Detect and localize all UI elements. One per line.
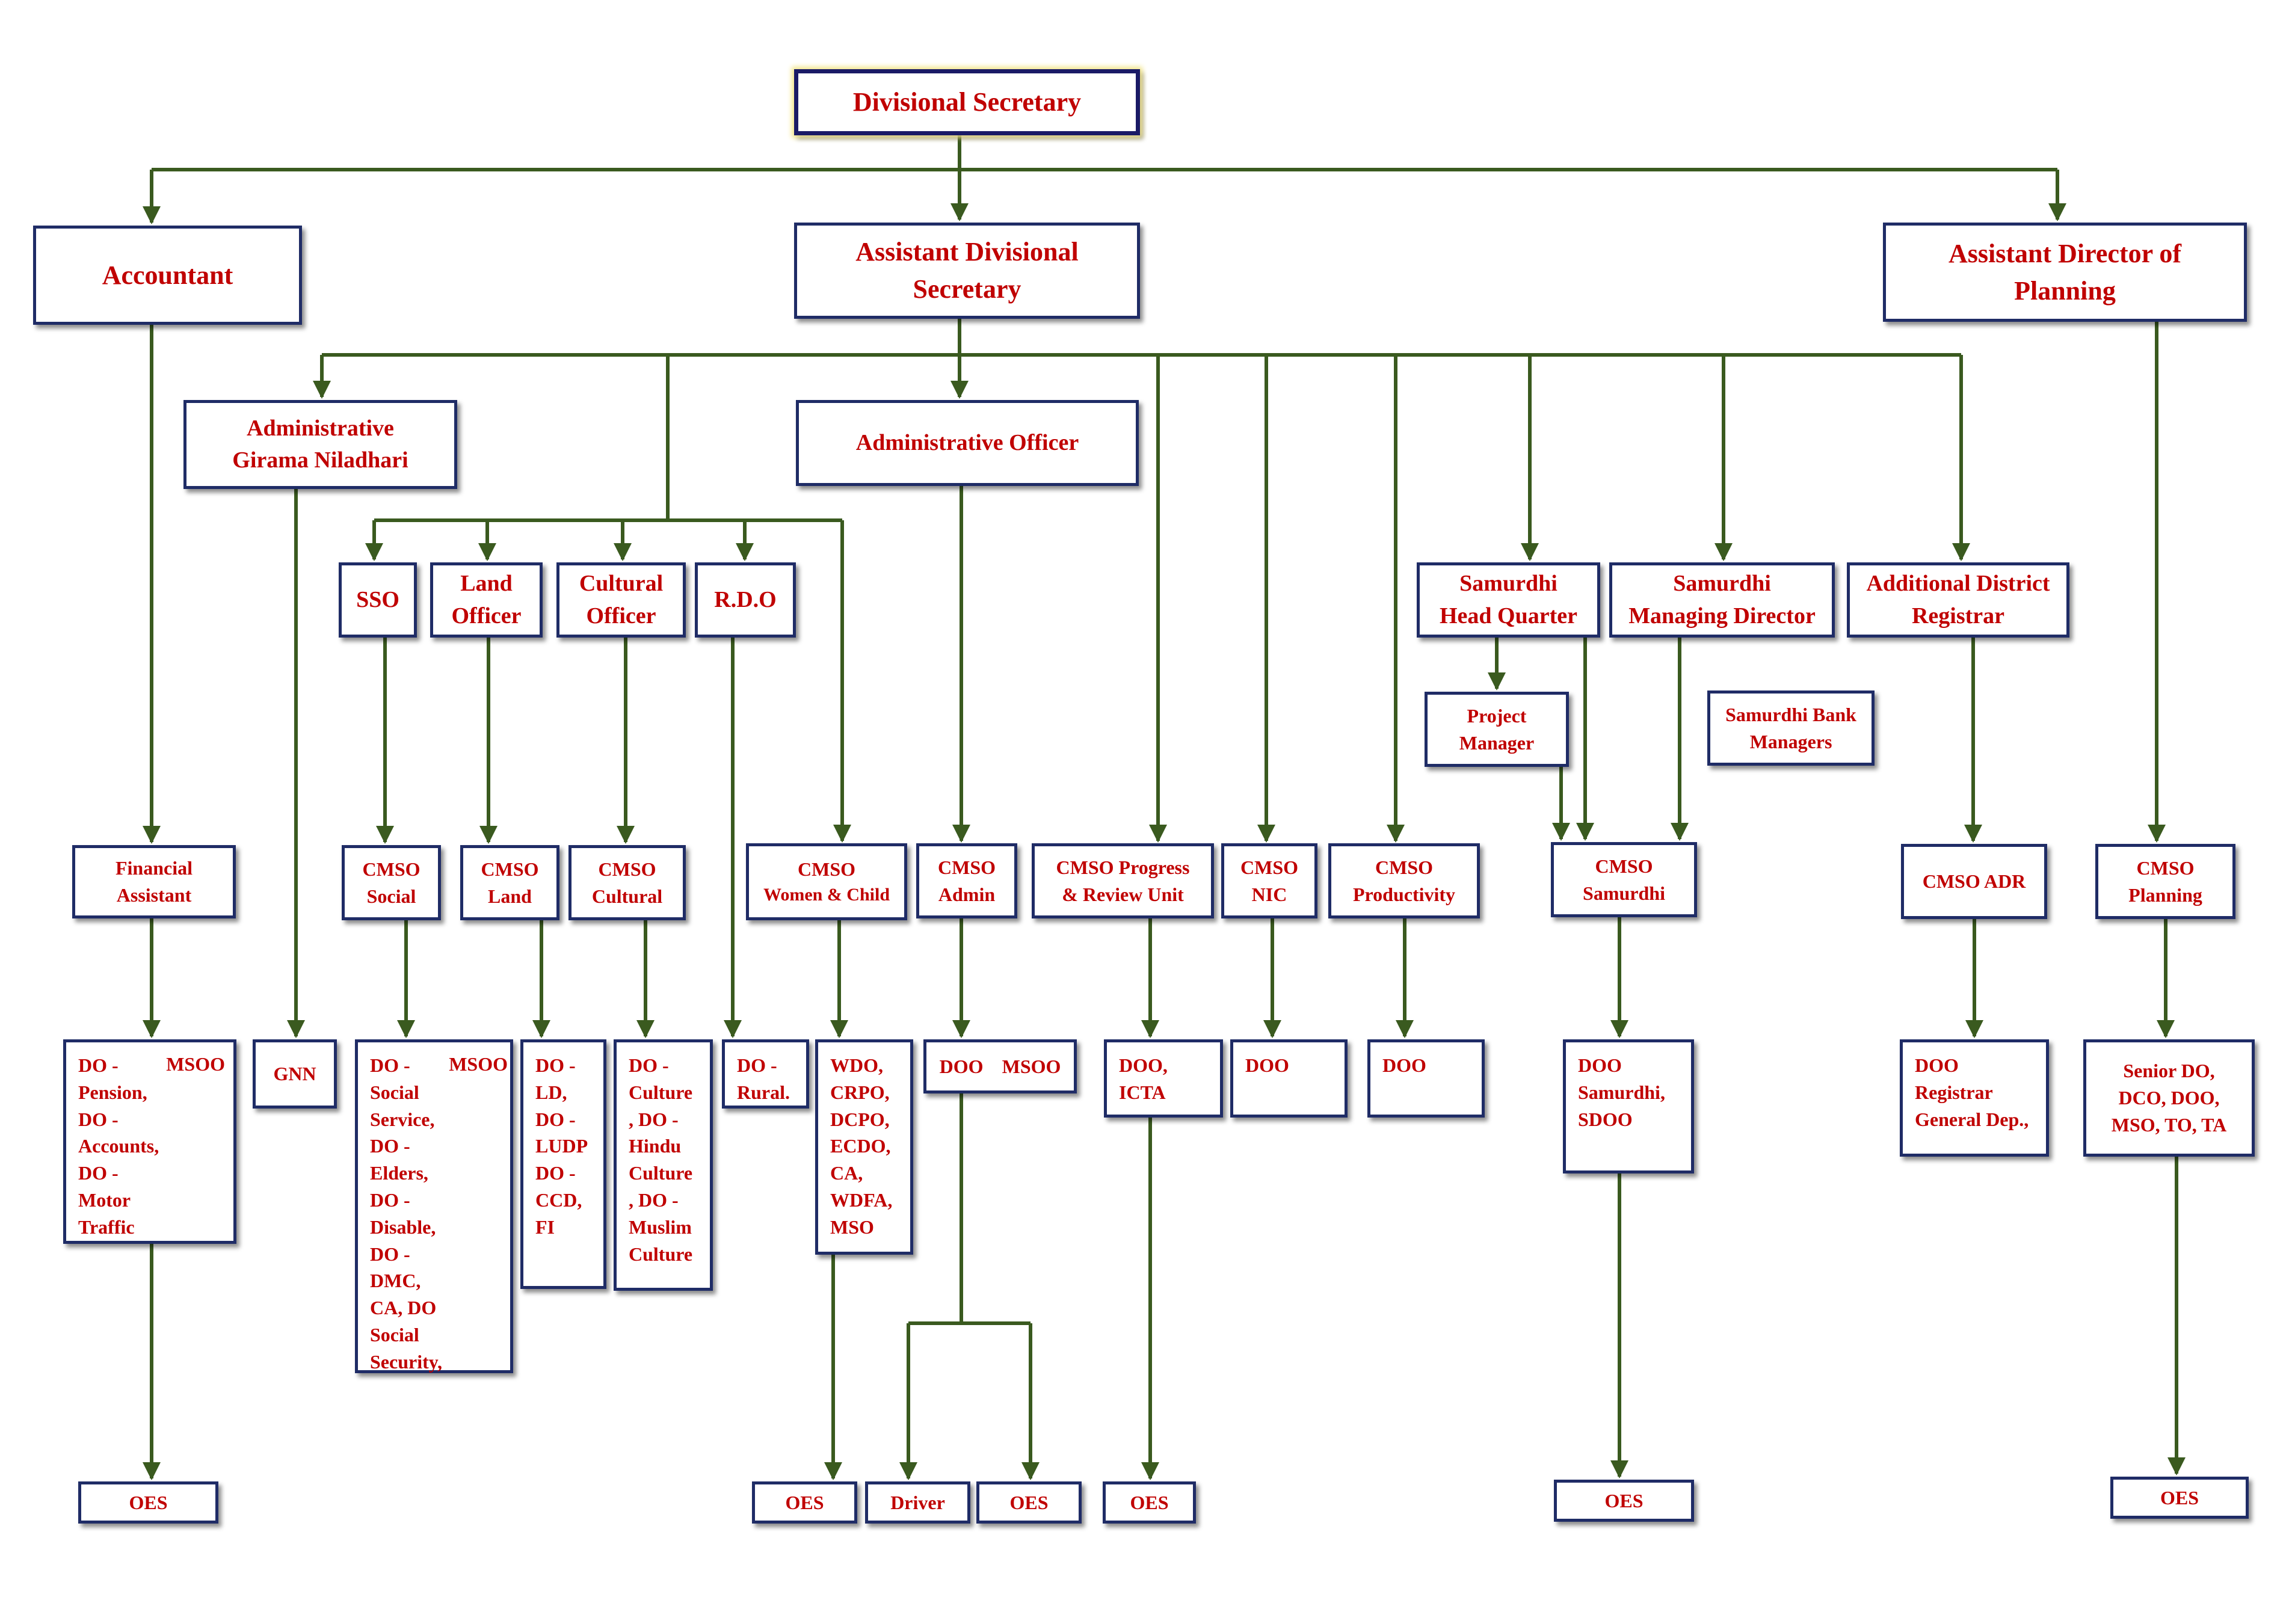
administrative-girama-niladhari-box: Administrative Girama Niladhari <box>183 400 457 489</box>
cmso-women-child-subtitle: Women & Child <box>763 885 890 905</box>
oes-women-box: OES <box>752 1481 857 1524</box>
gnn-box: GNN <box>253 1039 337 1109</box>
financial-assistant-box: Financial Assistant <box>72 845 236 918</box>
progress-staff-box: DOO, ICTA <box>1104 1039 1223 1118</box>
culture-staff-box: DO - Culture , DO - Hindu Culture , DO -… <box>614 1039 713 1291</box>
cmso-nic-box: CMSO NIC <box>1221 843 1317 918</box>
additional-district-registrar-box: Additional District Registrar <box>1847 562 2069 638</box>
social-msoo-label: MSOO <box>449 1053 508 1075</box>
cmso-admin-box: CMSO Admin <box>916 843 1017 918</box>
social-staff-box: DO - Social Service, DO - Elders, DO - D… <box>355 1039 513 1373</box>
samurdhi-staff-box: DOO Samurdhi, SDOO <box>1563 1039 1694 1173</box>
project-manager-box: Project Manager <box>1425 692 1569 767</box>
admin-doo-label: DOO <box>939 1055 984 1077</box>
admin-msoo-label: MSOO <box>1002 1055 1061 1077</box>
productivity-staff-box: DOO <box>1367 1039 1485 1118</box>
sso-box: SSO <box>339 562 417 638</box>
nic-staff-box: DOO <box>1230 1039 1348 1118</box>
cmso-planning-box: CMSO Planning <box>2095 844 2235 919</box>
accounts-staff-list: DO - Pension, DO - Accounts, DO - Motor … <box>78 1054 159 1238</box>
oes-admin-box: OES <box>976 1481 1082 1524</box>
cmso-samurdhi-box: CMSO Samurdhi <box>1551 842 1697 917</box>
cmso-adr-box: CMSO ADR <box>1901 844 2047 919</box>
adr-staff-box: DOO Registrar General Dep., <box>1900 1039 2049 1157</box>
land-officer-box: Land Officer <box>430 562 543 638</box>
cmso-cultural-box: CMSO Cultural <box>568 845 686 920</box>
cmso-women-child-box: CMSO Women & Child <box>746 843 907 920</box>
samurdhi-bank-managers-box: Samurdhi Bank Managers <box>1707 691 1875 766</box>
accounts-msoo-label: MSOO <box>166 1053 225 1075</box>
women-child-staff-box: WDO, CRPO, DCPO, ECDO, CA, WDFA, MSO <box>815 1039 913 1255</box>
oes-planning-box: OES <box>2110 1477 2249 1519</box>
admin-staff-box: DOO MSOO <box>923 1039 1077 1093</box>
divisional-secretary-box: Divisional Secretary <box>794 69 1140 135</box>
cmso-progress-review-box: CMSO Progress & Review Unit <box>1032 843 1214 918</box>
rdo-box: R.D.O <box>695 562 796 638</box>
assistant-divisional-secretary-box: Assistant Divisional Secretary <box>794 223 1140 319</box>
land-staff-box: DO - LD, DO - LUDP DO - CCD, FI <box>520 1039 606 1289</box>
driver-box: Driver <box>865 1481 970 1524</box>
rural-staff-box: DO - Rural. <box>722 1039 809 1109</box>
oes-progress-box: OES <box>1103 1481 1196 1524</box>
samurdhi-managing-director-box: Samurdhi Managing Director <box>1609 562 1835 638</box>
accounts-staff-box: DO - Pension, DO - Accounts, DO - Motor … <box>63 1039 236 1244</box>
cmso-women-child-title: CMSO <box>798 858 855 880</box>
cmso-land-box: CMSO Land <box>460 845 559 920</box>
social-staff-list: DO - Social Service, DO - Elders, DO - D… <box>370 1054 442 1373</box>
assistant-director-of-planning-box: Assistant Director of Planning <box>1883 223 2247 322</box>
cmso-social-box: CMSO Social <box>342 845 441 920</box>
oes-accounts-box: OES <box>78 1481 218 1524</box>
cultural-officer-box: Cultural Officer <box>556 562 686 638</box>
cmso-productivity-box: CMSO Productivity <box>1328 843 1480 918</box>
oes-samurdhi-box: OES <box>1554 1480 1694 1522</box>
samurdhi-head-quarter-box: Samurdhi Head Quarter <box>1417 562 1600 638</box>
administrative-officer-box: Administrative Officer <box>796 400 1139 486</box>
planning-staff-box: Senior DO, DCO, DOO, MSO, TO, TA <box>2083 1039 2255 1157</box>
accountant-box: Accountant <box>33 226 302 325</box>
